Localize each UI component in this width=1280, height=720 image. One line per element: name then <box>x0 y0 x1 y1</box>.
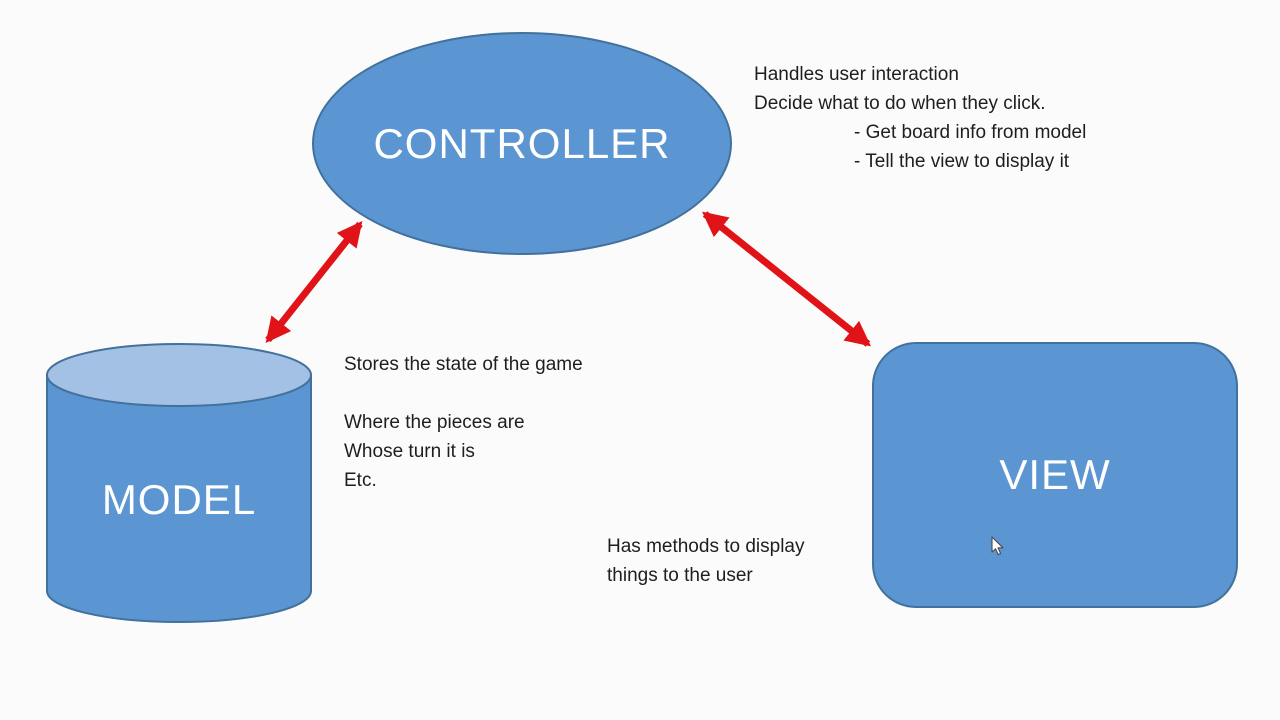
note-line: Has methods to display <box>607 536 805 557</box>
view-label: VIEW <box>999 451 1111 498</box>
controller-view-arrow <box>702 211 871 347</box>
note-line: Etc. <box>344 470 377 491</box>
controller-node: CONTROLLER <box>312 32 732 255</box>
note-line: Whose turn it is <box>344 441 475 462</box>
note-line: things to the user <box>607 565 753 586</box>
view-note: Has methods to display things to the use… <box>607 532 805 590</box>
model-controller-arrow <box>265 221 363 343</box>
note-line: - Get board info from model <box>854 122 1087 143</box>
note-line: - Tell the view to display it <box>854 151 1070 172</box>
model-node: MODEL <box>44 375 314 624</box>
controller-note: Handles user interaction Decide what to … <box>754 60 1086 176</box>
model-node-cylinder-shape <box>46 343 312 623</box>
note-line: Handles user interaction <box>754 64 959 85</box>
note-line: Stores the state of the game <box>344 354 583 375</box>
view-node: VIEW <box>872 342 1238 608</box>
note-line: Where the pieces are <box>344 412 525 433</box>
model-note: Stores the state of the game Where the p… <box>344 350 583 495</box>
model-label: MODEL <box>101 475 257 523</box>
note-line: Decide what to do when they click. <box>754 93 1046 114</box>
note-line <box>344 379 583 408</box>
controller-label: CONTROLLER <box>373 119 671 167</box>
